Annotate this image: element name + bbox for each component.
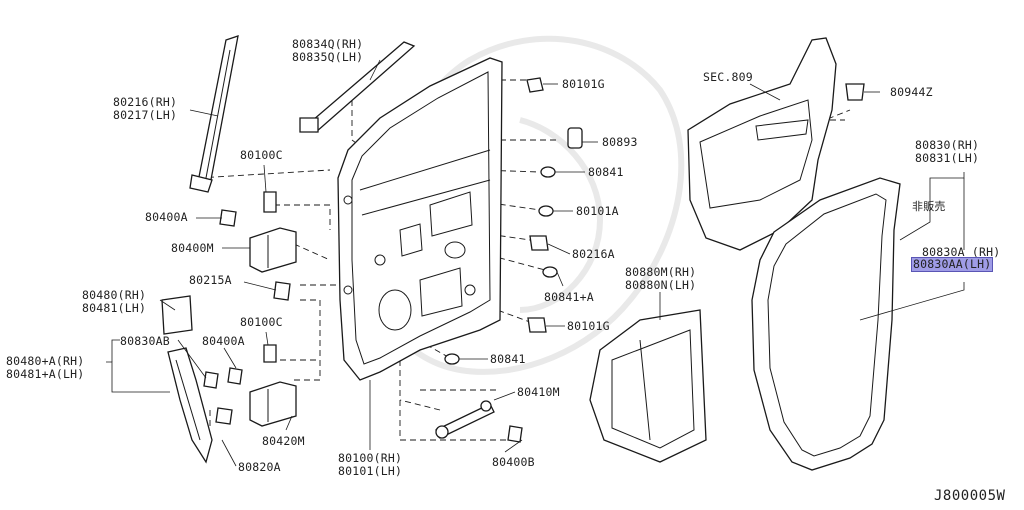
label-80100c-top: 80100C: [240, 148, 283, 162]
door-bracket-part: [161, 295, 193, 335]
label-80841-bottom: 80841: [490, 352, 526, 366]
label-80880: 80880M(RH) 80880N(LH): [625, 265, 697, 292]
label-80100: 80100(RH) 80101(LH): [338, 451, 403, 478]
diagram-code: J800005W: [934, 488, 1006, 504]
label-80830ab: 80830AB: [120, 334, 170, 348]
pillar-trim-part: [189, 35, 239, 193]
label-80841a: 80841+A: [544, 290, 594, 304]
label-80830: 80830(RH) 80831(LH): [915, 138, 980, 165]
label-80944z: 80944Z: [890, 85, 933, 99]
label-sec809: SEC.809: [703, 70, 753, 84]
door-weatherstrip-part: [751, 177, 901, 471]
label-80215a: 80215A: [189, 273, 232, 287]
label-80480: 80480(RH) 80481(LH): [82, 288, 147, 315]
leader-lines: [106, 59, 965, 467]
label-80400a-left: 80400A: [145, 210, 188, 224]
label-80480a: 80480+A(RH) 80481+A(LH): [6, 354, 85, 381]
label-80216: 80216(RH) 80217(LH): [113, 95, 178, 122]
door-check-link-part: [435, 400, 495, 439]
label-80100c-bottom: 80100C: [240, 315, 283, 329]
door-panel-part: [337, 57, 503, 381]
sealing-screen-part: [589, 309, 707, 463]
label-80400b: 80400B: [492, 455, 535, 469]
label-80830a: 80830A (RH): [922, 245, 1001, 259]
label-80101a: 80101A: [576, 204, 619, 218]
label-80420m: 80420M: [262, 434, 305, 448]
striker-assembly-part: [167, 347, 213, 464]
label-80893: 80893: [602, 135, 638, 149]
label-80841-top: 80841: [588, 165, 624, 179]
label-80400a-low: 80400A: [202, 334, 245, 348]
upper-hinge-part: [249, 227, 297, 273]
label-80101g-bottom: 80101G: [567, 319, 610, 333]
label-80400m: 80400M: [171, 241, 214, 255]
lower-hinge-part: [249, 381, 297, 427]
label-80216a: 80216A: [572, 247, 615, 261]
label-80830aa-highlighted[interactable]: 80830AA(LH): [910, 257, 994, 272]
label-not-sold: 非販売: [912, 200, 946, 213]
label-80101g-top: 80101G: [562, 77, 605, 91]
label-80410m: 80410M: [517, 385, 560, 399]
door-trim-panel-part: [687, 37, 837, 251]
label-80820a: 80820A: [238, 460, 281, 474]
fastener-parts: [203, 77, 865, 443]
label-80834: 80834Q(RH) 80835Q(LH): [292, 37, 364, 64]
upper-weatherstrip-part: [299, 41, 416, 133]
